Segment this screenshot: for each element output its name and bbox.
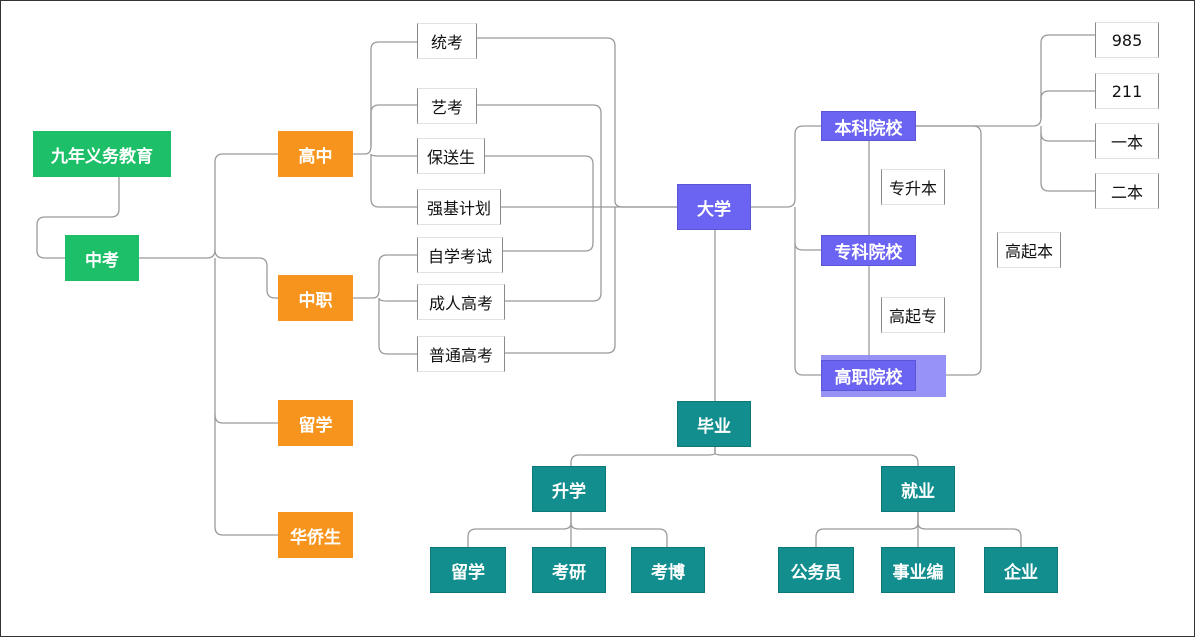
node-undergraduate-college[interactable]: 本科院校 <box>821 111 916 141</box>
node-unified-exam[interactable]: 统考 <box>417 23 477 59</box>
node-strong-base-plan[interactable]: 强基计划 <box>417 189 501 225</box>
node-adult-college-exam[interactable]: 成人高考 <box>417 284 505 320</box>
node-public-institution[interactable]: 事业编 <box>881 547 955 593</box>
node-overseas-chinese[interactable]: 华侨生 <box>278 512 353 558</box>
node-gao-qi-zhuan[interactable]: 高起专 <box>881 297 945 333</box>
node-university[interactable]: 大学 <box>677 184 751 230</box>
node-gao-qi-ben[interactable]: 高起本 <box>997 232 1061 268</box>
node-civil-servant[interactable]: 公务员 <box>778 547 854 593</box>
node-junior-college[interactable]: 专科院校 <box>821 235 916 266</box>
node-high-school[interactable]: 高中 <box>278 131 353 177</box>
node-tier-211[interactable]: 211 <box>1095 73 1159 109</box>
node-self-study-exam[interactable]: 自学考试 <box>417 237 503 273</box>
node-vocational-school[interactable]: 中职 <box>278 275 353 321</box>
node-zhuan-sheng-ben[interactable]: 专升本 <box>881 169 945 205</box>
node-enterprise[interactable]: 企业 <box>984 547 1058 593</box>
node-doctorate-exam[interactable]: 考博 <box>631 547 705 593</box>
node-study-abroad-after-graduation[interactable]: 留学 <box>430 547 506 593</box>
node-employment[interactable]: 就业 <box>881 466 955 512</box>
node-general-college-exam[interactable]: 普通高考 <box>417 336 505 372</box>
node-tier-first[interactable]: 一本 <box>1095 123 1159 159</box>
node-study-abroad-after-zhongkao[interactable]: 留学 <box>278 400 353 446</box>
node-zhongkao[interactable]: 中考 <box>65 235 139 281</box>
node-graduation[interactable]: 毕业 <box>677 401 751 447</box>
node-tier-985[interactable]: 985 <box>1095 22 1159 58</box>
node-art-exam[interactable]: 艺考 <box>417 88 477 124</box>
node-tier-second[interactable]: 二本 <box>1095 173 1159 209</box>
node-compulsory-education[interactable]: 九年义务教育 <box>33 131 171 177</box>
node-vocational-college[interactable]: 高职院校 <box>821 360 916 391</box>
node-further-study[interactable]: 升学 <box>532 466 606 512</box>
node-recommended-admission[interactable]: 保送生 <box>417 138 485 174</box>
node-master-exam[interactable]: 考研 <box>532 547 606 593</box>
